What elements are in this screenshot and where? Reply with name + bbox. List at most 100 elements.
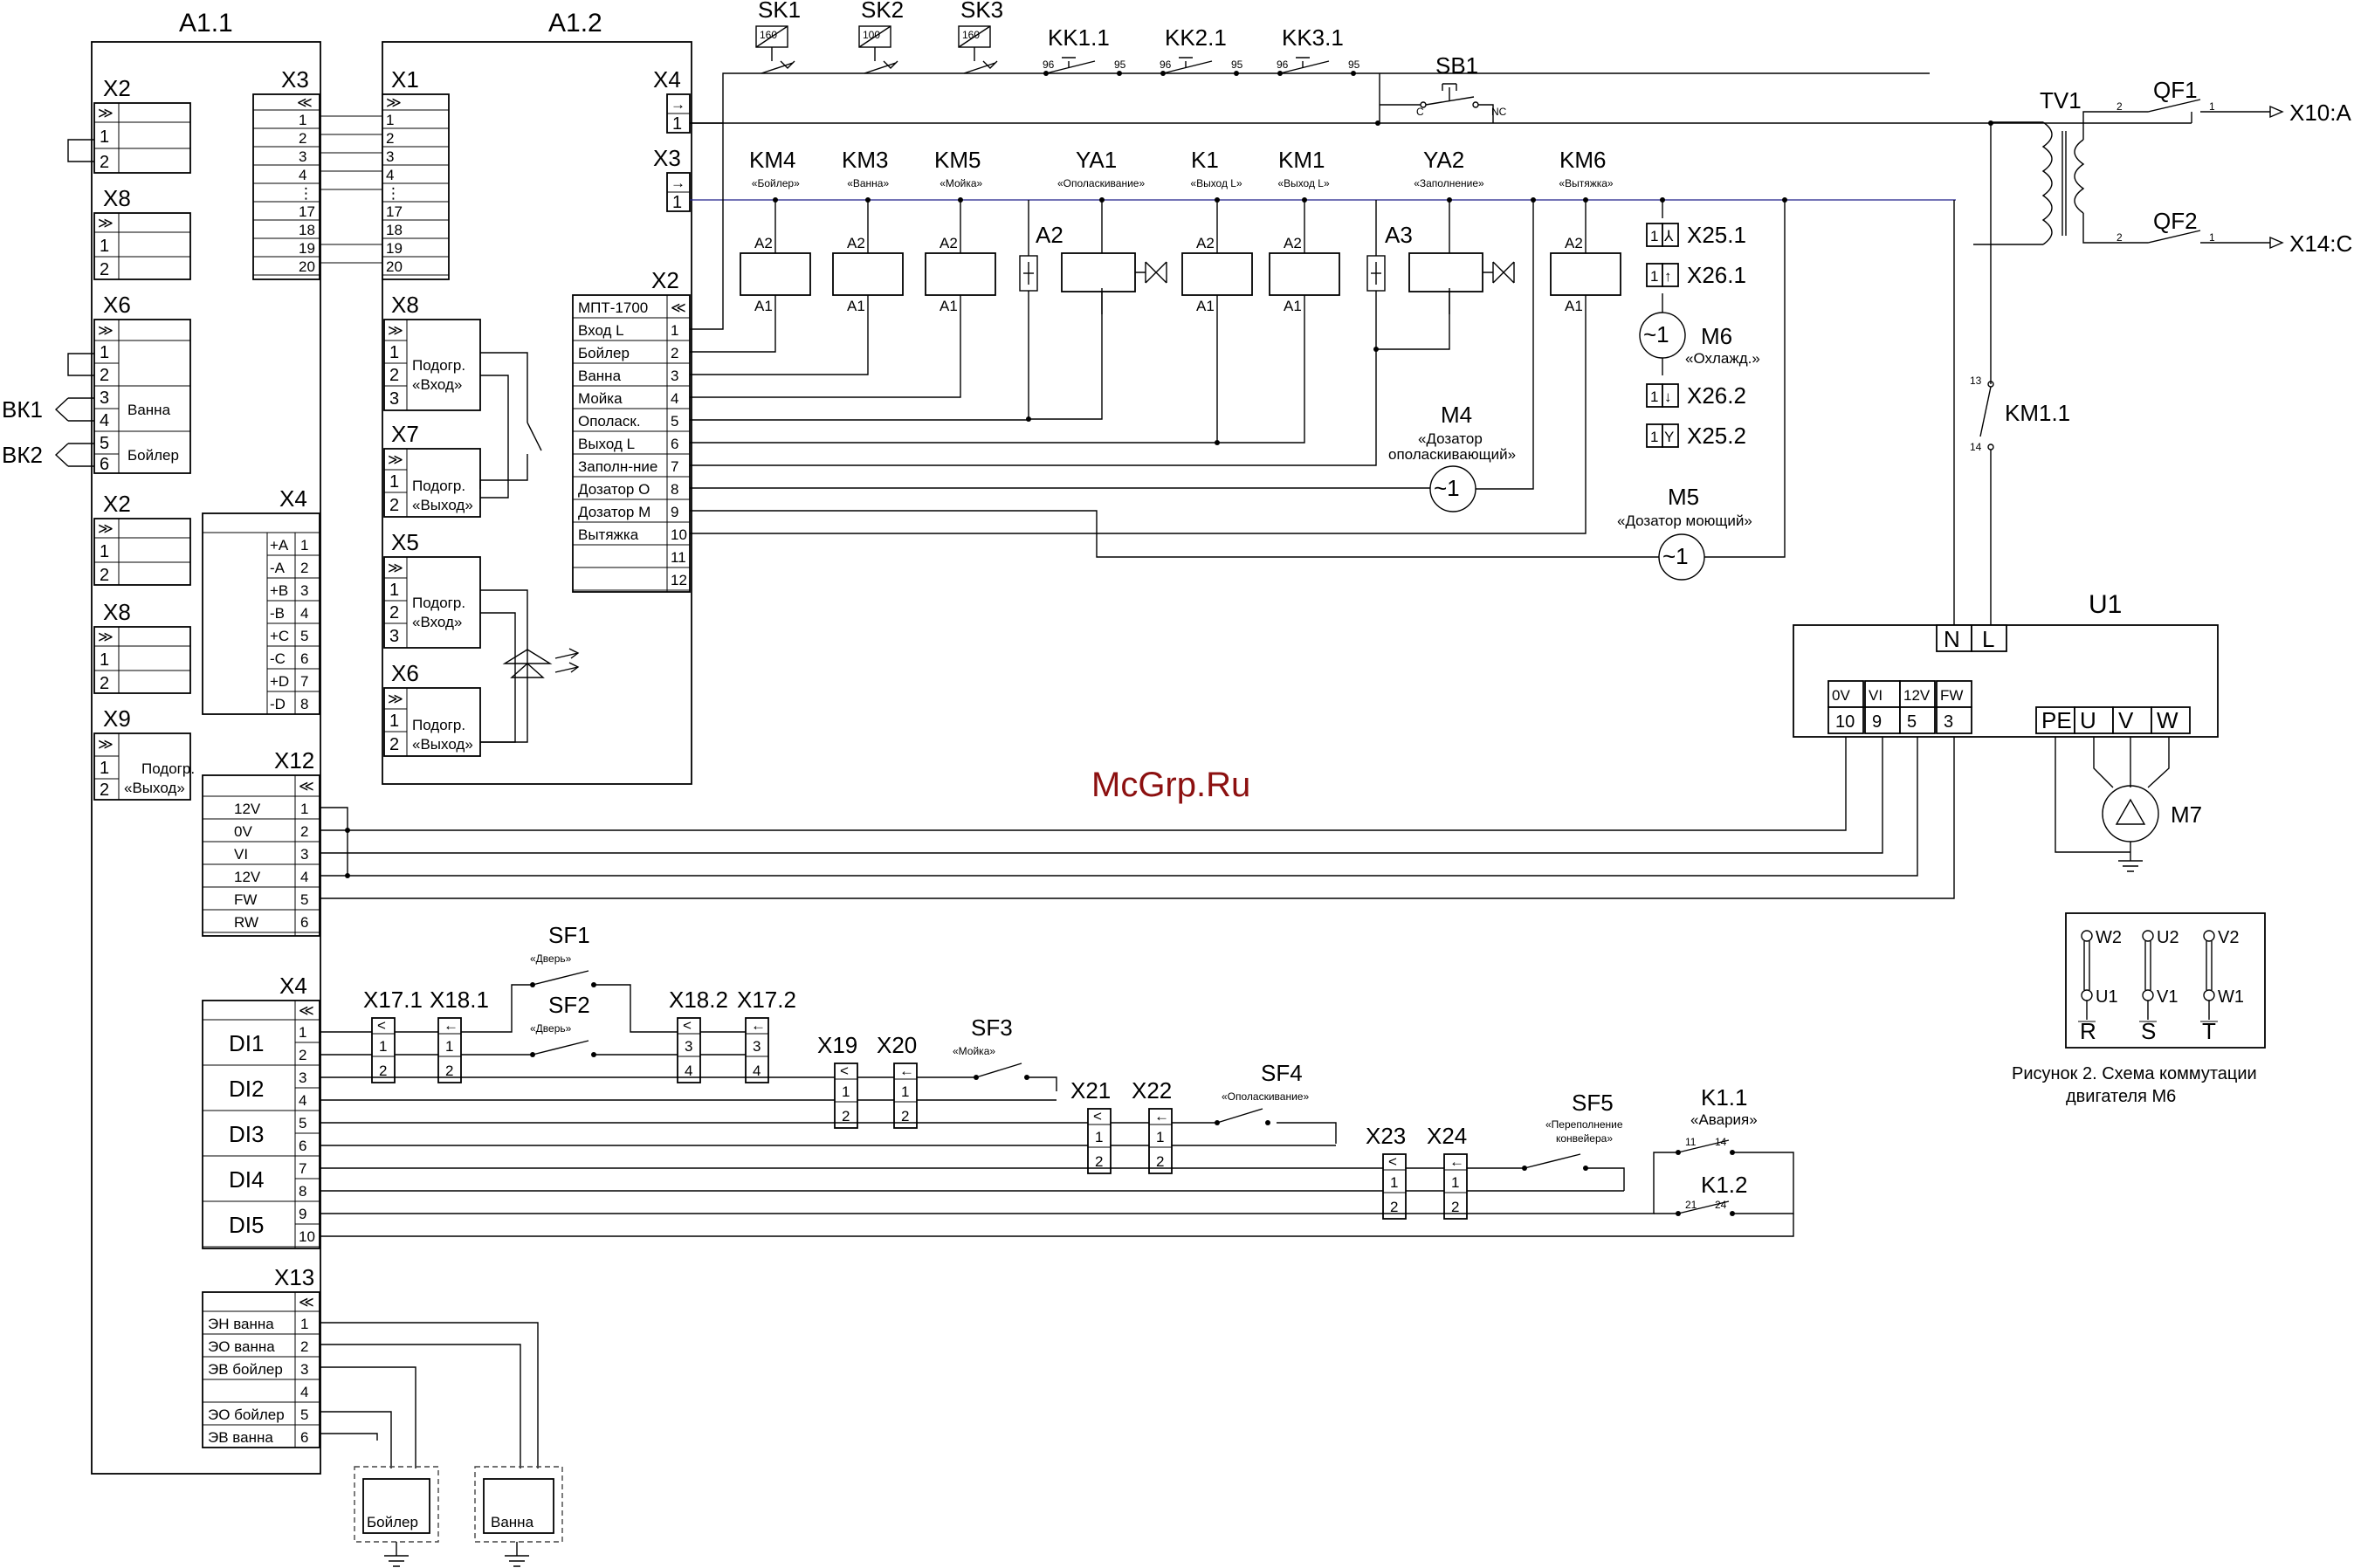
qf2-breaker: QF2 2 1 X14:C xyxy=(2113,208,2352,257)
svg-text:X2: X2 xyxy=(103,491,131,517)
svg-text:1: 1 xyxy=(100,127,109,147)
coil-a1: A1 xyxy=(847,298,865,314)
di-label: DI4 xyxy=(229,1166,264,1193)
a11-x6-block: X6 ≫ 1 2 3 4 5 6 Ванна Бойлер ВК1 ВК2 xyxy=(2,292,191,474)
coil-label: KM5 xyxy=(934,147,981,173)
svg-text:≫: ≫ xyxy=(98,322,114,339)
svg-text:≫: ≫ xyxy=(388,691,403,707)
motor-m7: M7 xyxy=(2055,737,2202,872)
coil-a2: A2 xyxy=(940,235,958,251)
x3-pin: 18 xyxy=(299,222,315,238)
svg-text:K1.2: K1.2 xyxy=(1701,1172,1748,1198)
u1-ctrl-pin: 3 xyxy=(1944,712,1953,732)
heater-bath-label: Ванна xyxy=(491,1514,534,1530)
x13-pin: 3 xyxy=(300,1361,308,1378)
coil-desc: «Выход L» xyxy=(1277,177,1330,189)
x3-pin: 4 xyxy=(299,167,306,183)
di-terminal-label: X19 xyxy=(817,1032,857,1058)
x4-label: -D xyxy=(270,696,286,712)
di-terminal-pin: 1 xyxy=(379,1038,387,1055)
coil-a1: A1 xyxy=(1565,298,1583,314)
di-label: DI1 xyxy=(229,1030,264,1056)
di-pin: 2 xyxy=(299,1047,306,1063)
km11-contact: 13 14 KM1.1 xyxy=(1953,123,2070,627)
sk-label: SK2 xyxy=(861,0,904,23)
svg-text:1: 1 xyxy=(100,343,109,362)
a12-internal-switch xyxy=(479,352,542,499)
u1-ctrl-label: VI xyxy=(1869,687,1883,704)
svg-text:ополаскивающий»: ополаскивающий» xyxy=(1388,446,1516,463)
x2-pin: 6 xyxy=(671,436,678,452)
di-terminal-label: X18.2 xyxy=(669,987,728,1013)
sk-value: 100 xyxy=(863,29,880,41)
x4-pin: 7 xyxy=(300,673,308,690)
svg-text:1: 1 xyxy=(389,343,399,362)
svg-text:2: 2 xyxy=(389,735,399,754)
svg-text:C: C xyxy=(1416,106,1424,118)
svg-text:M6: M6 xyxy=(1701,323,1732,349)
svg-text:≪: ≪ xyxy=(299,1002,314,1019)
svg-text:Подогр.: Подогр. xyxy=(412,595,465,611)
di-terminal-pin: 2 xyxy=(901,1108,909,1124)
a11-x8-block: X8 ≫ 1 2 xyxy=(93,185,191,280)
svg-text:U1: U1 xyxy=(2089,590,2122,619)
module-a11-title: A1.1 xyxy=(179,9,233,38)
coil-label: KM1 xyxy=(1278,147,1325,173)
switch-label: SF4 xyxy=(1261,1060,1303,1086)
svg-text:X7: X7 xyxy=(391,421,419,447)
x3-pin: 3 xyxy=(299,148,306,165)
coil-label: KM6 xyxy=(1559,147,1606,173)
coil-desc: «Ополаскивание» xyxy=(1057,177,1145,189)
di-pin: 8 xyxy=(299,1183,306,1200)
svg-text:X2: X2 xyxy=(103,75,131,101)
fig2-term-bot: V1 xyxy=(2157,987,2178,1007)
di-terminal-arrow: ← xyxy=(751,1017,766,1034)
m6-term-mark: Y xyxy=(1664,429,1674,445)
svg-text:Бойлер: Бойлер xyxy=(127,447,179,464)
di-pin: 5 xyxy=(299,1115,306,1131)
u1-ctrl-pin: 9 xyxy=(1872,712,1882,732)
svg-text:≫: ≫ xyxy=(98,629,114,645)
di-terminal-arrow: < xyxy=(377,1017,386,1034)
valve-coil xyxy=(1061,252,1136,292)
coil-a2: A2 xyxy=(847,235,865,251)
coil-desc: «Бойлер» xyxy=(752,177,800,189)
coil-a1: A1 xyxy=(940,298,958,314)
switch-desc: «Дверь» xyxy=(530,952,572,965)
kk-label: KK3.1 xyxy=(1282,24,1344,51)
svg-text:1: 1 xyxy=(100,542,109,561)
fig2-phase: S xyxy=(2141,1018,2156,1044)
svg-text:≫: ≫ xyxy=(98,105,114,121)
di-pin: 4 xyxy=(299,1092,306,1109)
kk-pin-a: 96 xyxy=(1160,58,1172,71)
x4-pin: 8 xyxy=(300,696,308,712)
a11-x2-block: X2 ≫ 1 2 xyxy=(67,75,191,174)
svg-text:~1: ~1 xyxy=(1643,321,1669,347)
svg-text:2: 2 xyxy=(100,674,109,693)
svg-text:≪: ≪ xyxy=(299,778,314,794)
a12-x4: X4 → 1 xyxy=(653,66,691,134)
relay-coil xyxy=(832,252,904,296)
svg-text:11: 11 xyxy=(1685,1136,1697,1148)
x12-label: FW xyxy=(234,891,257,908)
x1-pin: 2 xyxy=(386,130,394,147)
di-terminal-arrow: ← xyxy=(1154,1108,1169,1124)
di-terminal-pin: 2 xyxy=(445,1063,453,1079)
x2-pin: 7 xyxy=(671,458,678,475)
svg-text:2: 2 xyxy=(100,366,109,385)
x13-label: ЭВ ванна xyxy=(208,1429,273,1446)
di-pin: 10 xyxy=(299,1228,315,1245)
relay-coil xyxy=(1550,252,1621,296)
svg-text:A2: A2 xyxy=(1036,222,1063,248)
u1-ctrl-label: FW xyxy=(1940,687,1963,704)
di-pin: 9 xyxy=(299,1206,306,1222)
di-label: DI2 xyxy=(229,1076,264,1102)
di-terminal-label: X22 xyxy=(1132,1077,1172,1104)
di-label: DI3 xyxy=(229,1121,264,1147)
svg-text:«Выход»: «Выход» xyxy=(124,780,185,796)
di-terminal-label: X17.1 xyxy=(363,987,423,1013)
di-terminal-label: X24 xyxy=(1427,1123,1467,1149)
a12-x5-block: X5 ≫ 1 2 3 Подогр. «Вход» xyxy=(383,529,481,649)
svg-text:≫: ≫ xyxy=(98,215,114,231)
di-terminal-label: X18.1 xyxy=(430,987,489,1013)
